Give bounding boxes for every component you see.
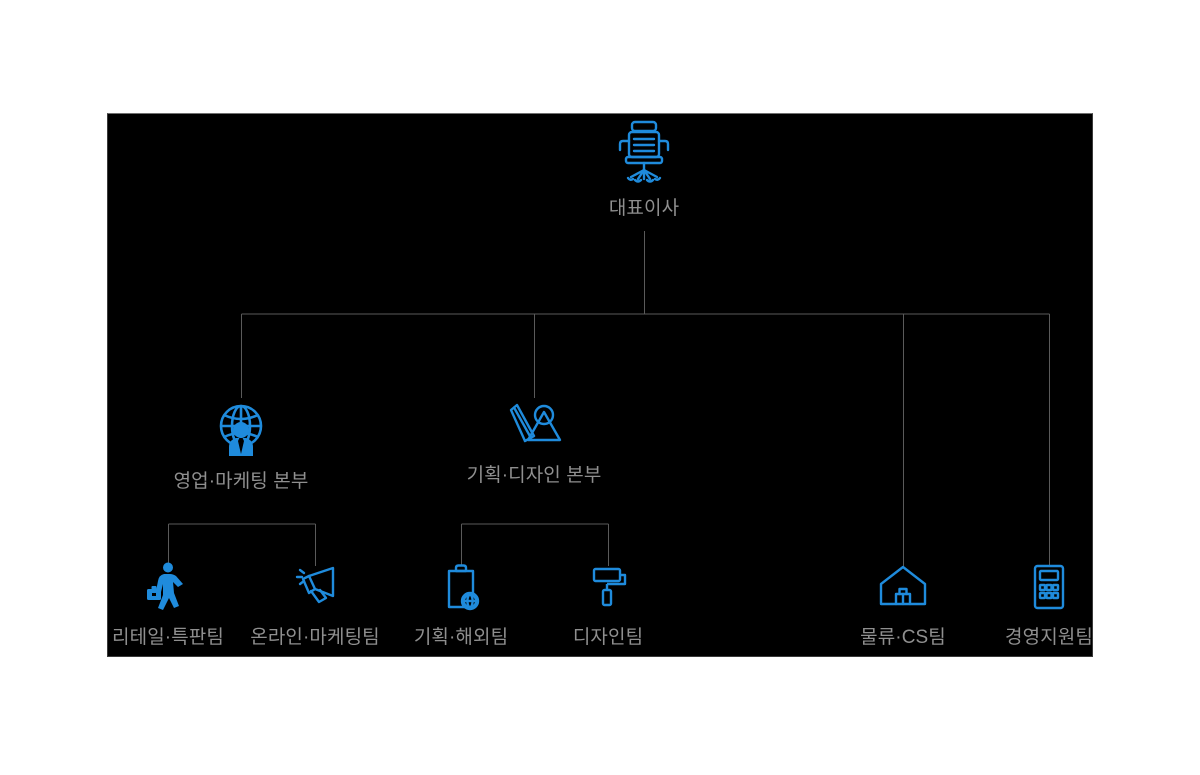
org-node-management-support[interactable]: 경영지원팀 <box>944 562 1093 649</box>
org-node-label: 영업·마케팅 본부 <box>173 471 309 492</box>
org-node-label: 기획·해외팀 <box>413 627 509 648</box>
paint-roller-icon <box>582 562 634 612</box>
org-node-logistics-cs[interactable]: 물류·CS팀 <box>798 562 1008 649</box>
org-node-planning-overseas[interactable]: 기획·해외팀 <box>356 562 566 649</box>
clipboard-globe-icon <box>435 562 487 612</box>
org-node-label: 기획·디자인 본부 <box>466 465 602 486</box>
walking-businessperson-icon <box>142 562 194 612</box>
org-node-label: 물류·CS팀 <box>860 627 946 648</box>
org-node-design[interactable]: 디자인팀 <box>503 562 713 649</box>
warehouse-icon <box>875 562 931 612</box>
org-node-label: 리테일·특판팀 <box>112 627 224 648</box>
org-node-label: 대표이사 <box>608 198 680 219</box>
org-node-label: 경영지원팀 <box>1005 627 1093 648</box>
org-node-retail[interactable]: 리테일·특판팀 <box>108 562 273 649</box>
org-node-label: 온라인·마케팅팀 <box>250 627 380 648</box>
globe-businessperson-icon <box>215 402 267 458</box>
office-chair-icon <box>613 119 675 185</box>
org-node-online-marketing[interactable]: 온라인·마케팅팀 <box>210 562 420 649</box>
org-node-sales-marketing[interactable]: 영업·마케팅 본부 <box>136 402 346 493</box>
org-chart-panel: 대표이사 <box>107 113 1093 657</box>
pencil-compass-icon <box>503 402 565 452</box>
calculator-icon <box>1023 562 1075 612</box>
org-node-planning-design[interactable]: 기획·디자인 본부 <box>429 402 639 487</box>
megaphone-icon <box>289 562 341 612</box>
org-node-ceo[interactable]: 대표이사 <box>539 119 749 220</box>
org-node-label: 디자인팀 <box>572 627 644 648</box>
